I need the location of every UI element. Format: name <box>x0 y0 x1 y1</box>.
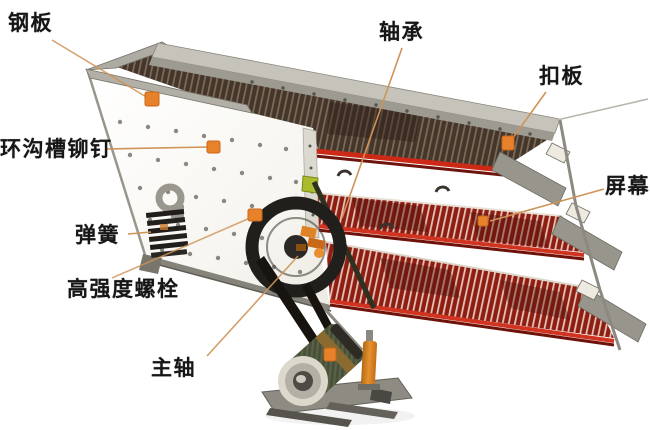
marker-screen <box>477 215 489 227</box>
deck-2 <box>305 191 585 261</box>
label-main-shaft: 主轴 <box>151 357 196 380</box>
rail-bolt-dots <box>250 80 532 136</box>
top-rail <box>149 42 649 141</box>
screen-hook-clips <box>336 169 451 230</box>
label-buckle-plate: 扣板 <box>539 65 584 88</box>
label-bearing: 轴承 <box>379 21 424 44</box>
leader-ring-groove-rivet <box>106 146 210 150</box>
marker-ring-groove-rivet <box>206 140 221 154</box>
panel-rivet-dots <box>117 119 303 275</box>
leader-screen <box>489 188 605 222</box>
leader-bearing <box>341 47 403 219</box>
spring-assembly <box>145 183 189 258</box>
marker-motor <box>323 347 337 362</box>
leader-lines <box>51 39 605 357</box>
leader-steel-plate <box>51 39 149 99</box>
drive-assembly <box>245 180 377 352</box>
frame-posts <box>558 119 622 351</box>
part-markers <box>144 91 515 362</box>
marker-buckle-plate <box>501 135 515 151</box>
marker-steel-plate <box>144 91 160 107</box>
flywheel <box>245 196 347 298</box>
feed-hopper <box>85 41 253 114</box>
deck-3 <box>325 241 615 347</box>
far-rail <box>556 98 649 121</box>
hanger-pipe <box>155 183 185 213</box>
motor-face <box>278 356 328 406</box>
leader-spring <box>127 231 152 235</box>
leader-buckle-plate <box>509 91 547 143</box>
marker-high-strength-bolt <box>247 208 263 222</box>
label-spring: 弹簧 <box>75 224 120 247</box>
label-ring-groove-rivet: 环沟槽铆钉 <box>0 138 113 161</box>
leader-main-shaft <box>206 255 299 357</box>
label-steel-plate: 钢板 <box>8 12 53 35</box>
spring-coil <box>145 209 189 258</box>
damper-cylinder <box>358 330 380 390</box>
deck1-red-rim <box>314 148 504 173</box>
label-high-strength-bolt: 高强度螺栓 <box>67 278 180 301</box>
drive-belt <box>256 256 322 350</box>
main-shaft-bearing <box>296 225 326 258</box>
label-screen: 屏幕 <box>605 175 650 198</box>
leader-high-strength-bolt <box>111 217 251 279</box>
